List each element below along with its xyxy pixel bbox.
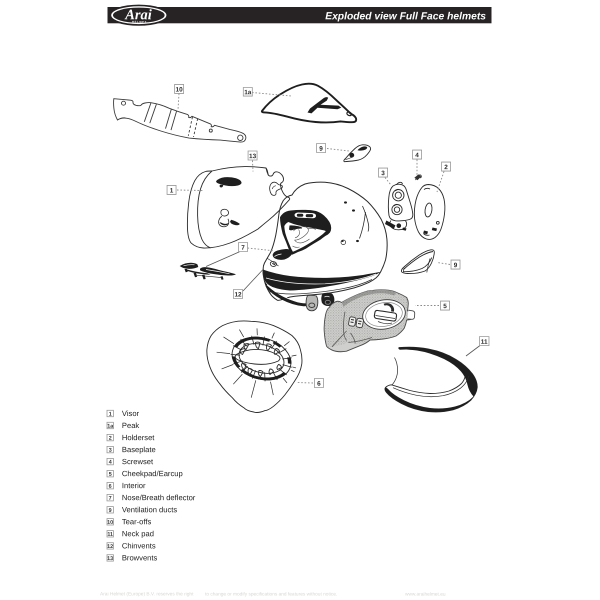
svg-text:5: 5 [109,472,112,478]
svg-text:Baseplate: Baseplate [122,445,156,454]
svg-text:6: 6 [317,381,321,388]
svg-text:11: 11 [107,532,113,538]
svg-text:Exploded view Full Face helmet: Exploded view Full Face helmets [325,11,486,22]
svg-text:Visor: Visor [122,409,140,418]
svg-text:3: 3 [109,448,112,454]
svg-text:1: 1 [170,188,174,195]
svg-text:10: 10 [107,520,113,526]
svg-text:Peak: Peak [122,421,140,430]
svg-text:Arai: Arai [124,7,152,23]
svg-text:Screwset: Screwset [122,457,154,466]
svg-text:1: 1 [109,412,112,418]
svg-text:7: 7 [109,496,112,502]
svg-text:www.araihelmet.eu: www.araihelmet.eu [405,592,446,598]
svg-text:11: 11 [481,339,488,346]
svg-text:Arai Helmet (Europe) B.V. rese: Arai Helmet (Europe) B.V. reserves the r… [100,591,194,597]
svg-text:to change or modify specificat: to change or modify specifications and f… [205,591,337,597]
svg-text:10: 10 [176,87,184,94]
svg-text:2: 2 [109,436,112,442]
svg-text:4: 4 [415,152,419,159]
svg-text:Nose/Breath deflector: Nose/Breath deflector [122,493,196,502]
svg-text:9: 9 [454,262,458,269]
svg-text:9: 9 [109,508,112,514]
svg-text:2: 2 [444,164,448,171]
svg-text:12: 12 [234,292,242,299]
svg-text:1a: 1a [107,424,114,430]
svg-text:1a: 1a [244,89,252,96]
svg-text:Browvents: Browvents [122,553,158,562]
svg-text:Chinvents: Chinvents [122,541,156,550]
svg-text:13: 13 [249,153,257,160]
svg-text:9: 9 [319,146,323,153]
svg-text:Interior: Interior [122,481,146,490]
svg-text:Tear-offs: Tear-offs [122,517,152,526]
svg-text:Ventilation ducts: Ventilation ducts [122,505,178,514]
svg-text:7: 7 [241,245,245,252]
svg-text:12: 12 [107,544,113,550]
svg-text:Holderset: Holderset [122,433,155,442]
svg-text:Cheekpad/Earcup: Cheekpad/Earcup [122,469,183,478]
svg-text:3: 3 [381,170,385,177]
svg-text:4: 4 [109,460,112,466]
svg-text:5: 5 [443,303,447,310]
svg-text:Neck pad: Neck pad [122,529,154,538]
svg-text:HELMET: HELMET [132,20,147,24]
svg-text:13: 13 [107,556,113,562]
svg-text:6: 6 [109,484,112,490]
